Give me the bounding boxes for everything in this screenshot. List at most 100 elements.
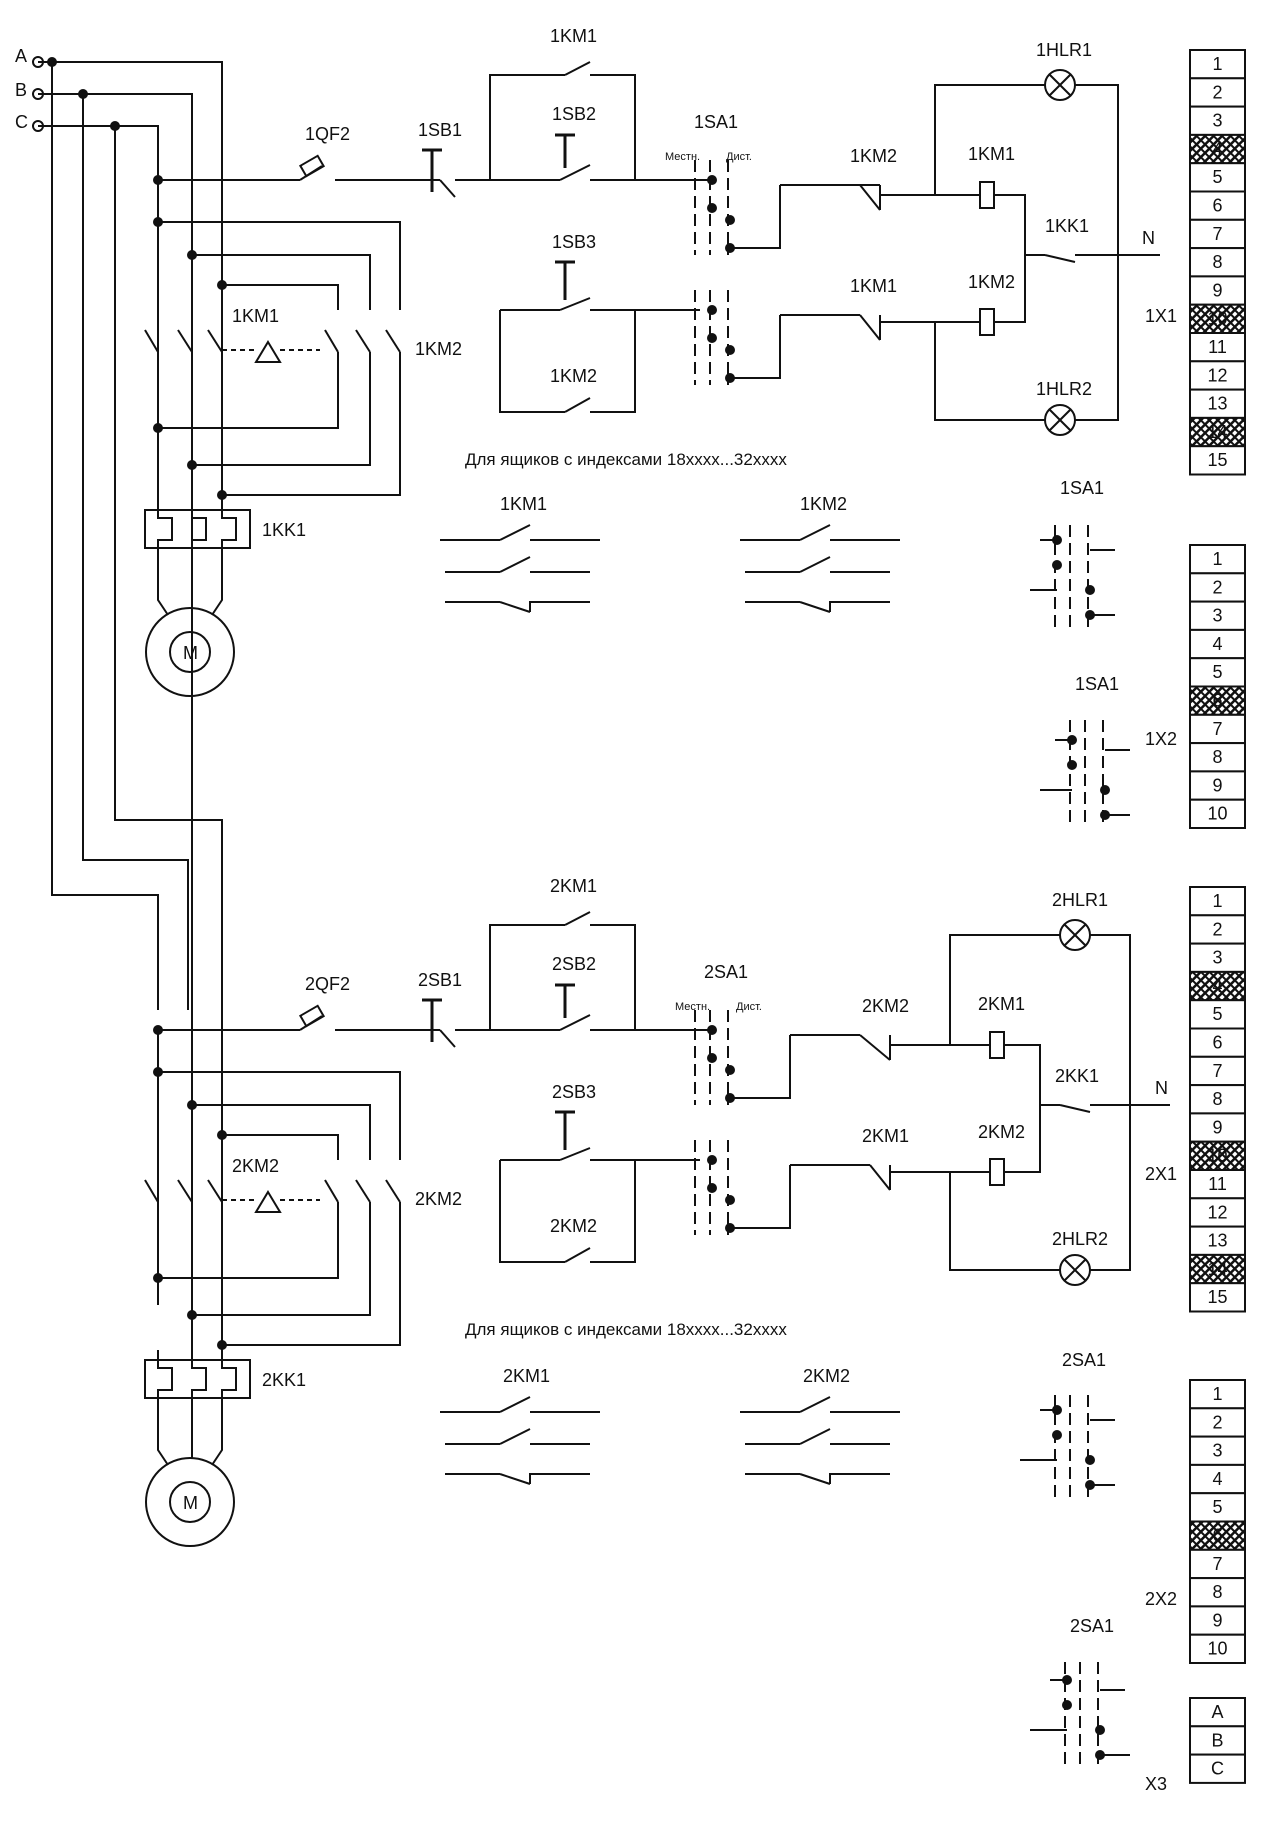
terminal-2x1-cell bbox=[1189, 970, 1246, 1002]
terminal-2x1-cell-label: 7 bbox=[1212, 1061, 1222, 1081]
terminal-2x2-cell-label: 5 bbox=[1212, 1497, 1222, 1517]
sb3-label-2: 2SB3 bbox=[552, 1082, 596, 1102]
hlr1-label-2: 2HLR1 bbox=[1052, 890, 1108, 910]
kk-ctrl-label: 1KK1 bbox=[1045, 216, 1089, 236]
terminal-2x2-cell bbox=[1189, 1548, 1246, 1580]
sa-local: Местн. bbox=[665, 151, 700, 163]
sa-detail-2: 1SA1 bbox=[1040, 674, 1130, 825]
aux-km1-label: 1KM1 bbox=[500, 494, 547, 514]
terminal-1x2-cell-label: 2 bbox=[1212, 577, 1222, 597]
sb1-label-2: 2SB1 bbox=[418, 970, 462, 990]
terminal-2x1-cell bbox=[1189, 999, 1246, 1030]
sb2-label-2: 2SB2 bbox=[552, 954, 596, 974]
terminal-2x1-cell bbox=[1189, 1169, 1246, 1200]
terminal-2x2-cell-label: 2 bbox=[1212, 1412, 1222, 1432]
terminal-2x2-cell bbox=[1189, 1463, 1246, 1495]
km2-coil-label: 1KM2 bbox=[968, 272, 1015, 292]
kk-ctrl-label-2: 2KK1 bbox=[1055, 1066, 1099, 1086]
terminal-2x2-cell-label: 1 bbox=[1212, 1384, 1222, 1404]
hlr2-label-2: 2HLR2 bbox=[1052, 1229, 1108, 1249]
terminal-1x2-cell bbox=[1189, 657, 1246, 688]
sb2-label: 1SB2 bbox=[552, 104, 596, 124]
km2-power-label: 1KM2 bbox=[415, 339, 462, 359]
hlr2-label: 1HLR2 bbox=[1036, 379, 1092, 399]
terminal-1x1-cell-label: 15 bbox=[1207, 450, 1227, 470]
terminal-1x1-cell-label: 10 bbox=[1207, 309, 1227, 329]
terminal-2x1-cell-label: 3 bbox=[1212, 948, 1222, 968]
terminal-1x2-cell-label: 7 bbox=[1212, 719, 1222, 739]
terminal-2x2-ref: 2X2 bbox=[1145, 1589, 1177, 1609]
terminal-1x1-cell-label: 4 bbox=[1212, 139, 1222, 159]
terminal-1x2-cell-label: 5 bbox=[1212, 662, 1222, 682]
sb1-label: 1SB1 bbox=[418, 120, 462, 140]
phase-a-label: A bbox=[15, 46, 27, 66]
terminal-2x2-cell bbox=[1189, 1492, 1246, 1523]
neutral-label-2: N bbox=[1155, 1078, 1168, 1098]
terminal-1x1-cell bbox=[1189, 77, 1246, 108]
terminal-1x2-cell-label: 4 bbox=[1212, 634, 1222, 654]
terminal-1x1-cell bbox=[1189, 190, 1246, 221]
terminal-2x1-cell-label: 1 bbox=[1212, 891, 1222, 911]
motor-circuit-1: 1KM1 1KM2 1KK1 M 1QF2 1SB1 1KM1 bbox=[144, 26, 1160, 825]
terminal-1x1-cell-label: 12 bbox=[1207, 365, 1227, 385]
km2-hold-label-2: 2KM2 bbox=[550, 1216, 597, 1236]
terminal-2x2-cell-label: 4 bbox=[1212, 1469, 1222, 1489]
terminal-2x1-cell-label: 6 bbox=[1212, 1033, 1222, 1053]
terminal-1x2-cell-label: 3 bbox=[1212, 606, 1222, 626]
terminal-2x1-cell bbox=[1189, 1112, 1246, 1143]
km2-power-label-2: 2KM2 bbox=[232, 1156, 279, 1176]
terminal-2x2-cell bbox=[1189, 1435, 1246, 1466]
terminal-1x2-cell bbox=[1189, 742, 1246, 773]
terminal-1x1-cell bbox=[1189, 360, 1246, 391]
terminal-blocks: 1234567891011121314151X1123456789101X212… bbox=[1145, 49, 1246, 1794]
sa-local-2: Местн. bbox=[675, 1001, 710, 1013]
terminal-2x1-cell-label: 11 bbox=[1208, 1174, 1227, 1194]
terminal-1x1-cell bbox=[1189, 133, 1246, 165]
terminal-1x1-cell-label: 3 bbox=[1212, 111, 1222, 131]
terminal-1x2-cell bbox=[1189, 798, 1246, 830]
phase-b-label: B bbox=[15, 80, 27, 100]
terminal-x3-cell-label: C bbox=[1211, 1759, 1224, 1779]
terminal-1x1-cell-label: 13 bbox=[1207, 394, 1227, 414]
terminal-x3-cell bbox=[1189, 1725, 1246, 1756]
terminal-2x2-cell-label: 9 bbox=[1212, 1610, 1222, 1630]
aux-km2-label-2: 2KM2 bbox=[803, 1366, 850, 1386]
sa-detail-1: 1SA1 bbox=[1030, 478, 1115, 630]
sb3-label: 1SB3 bbox=[552, 232, 596, 252]
km1-hold-label: 1KM1 bbox=[550, 26, 597, 46]
terminal-1x1-cell bbox=[1189, 303, 1246, 335]
terminal-1x2-cell bbox=[1189, 770, 1246, 801]
terminal-2x1-cell-label: 4 bbox=[1212, 976, 1222, 996]
sa-detail-title: 1SA1 bbox=[1060, 478, 1104, 498]
km2-hold-label: 1KM2 bbox=[550, 366, 597, 386]
terminal-1x2-cell-label: 10 bbox=[1207, 804, 1227, 824]
terminal-2x2-cell bbox=[1189, 1633, 1246, 1664]
km1-power-label: 1KM1 bbox=[232, 306, 279, 326]
km1-hold-label-2: 2KM1 bbox=[550, 876, 597, 896]
terminal-2x1-cell bbox=[1189, 1225, 1246, 1256]
motor-label-2: M bbox=[183, 1493, 198, 1513]
sa-detail-4: 2SA1 bbox=[1030, 1616, 1130, 1770]
terminal-1x2-cell-label: 6 bbox=[1212, 691, 1222, 711]
terminal-1x1-cell bbox=[1189, 445, 1246, 476]
kk-label: 1KK1 bbox=[262, 520, 306, 540]
km1-interlock-label-2: 2KM1 bbox=[862, 1126, 909, 1146]
neutral-label: N bbox=[1142, 228, 1155, 248]
terminal-2x1-ref: 2X1 bbox=[1145, 1164, 1177, 1184]
motor-circuit-2: 2KM2 2KM2 2KK1 M 2QF2 2SB1 2KM1 2SB2 bbox=[144, 876, 1170, 1770]
km2-power-label-2b: 2KM2 bbox=[415, 1189, 462, 1209]
terminal-1x2-cell-label: 9 bbox=[1212, 775, 1222, 795]
aux-km2-label: 1KM2 bbox=[800, 494, 847, 514]
terminal-x3-cell bbox=[1189, 1753, 1246, 1784]
terminal-2x1-cell-label: 2 bbox=[1212, 919, 1222, 939]
terminal-2x2-cell bbox=[1189, 1379, 1246, 1410]
terminal-2x1-cell-label: 12 bbox=[1207, 1202, 1227, 1222]
terminal-2x1-cell-label: 10 bbox=[1207, 1146, 1227, 1166]
sa-remote: Дист. bbox=[726, 151, 752, 163]
sa-detail3-title: 2SA1 bbox=[1062, 1350, 1106, 1370]
terminal-1x1-cell-label: 8 bbox=[1212, 252, 1222, 272]
terminal-2x1-cell bbox=[1189, 1282, 1246, 1313]
terminal-1x1-ref: 1X1 bbox=[1145, 306, 1177, 326]
aux-contacts-2: 2KM1 2KM2 bbox=[440, 1366, 900, 1485]
